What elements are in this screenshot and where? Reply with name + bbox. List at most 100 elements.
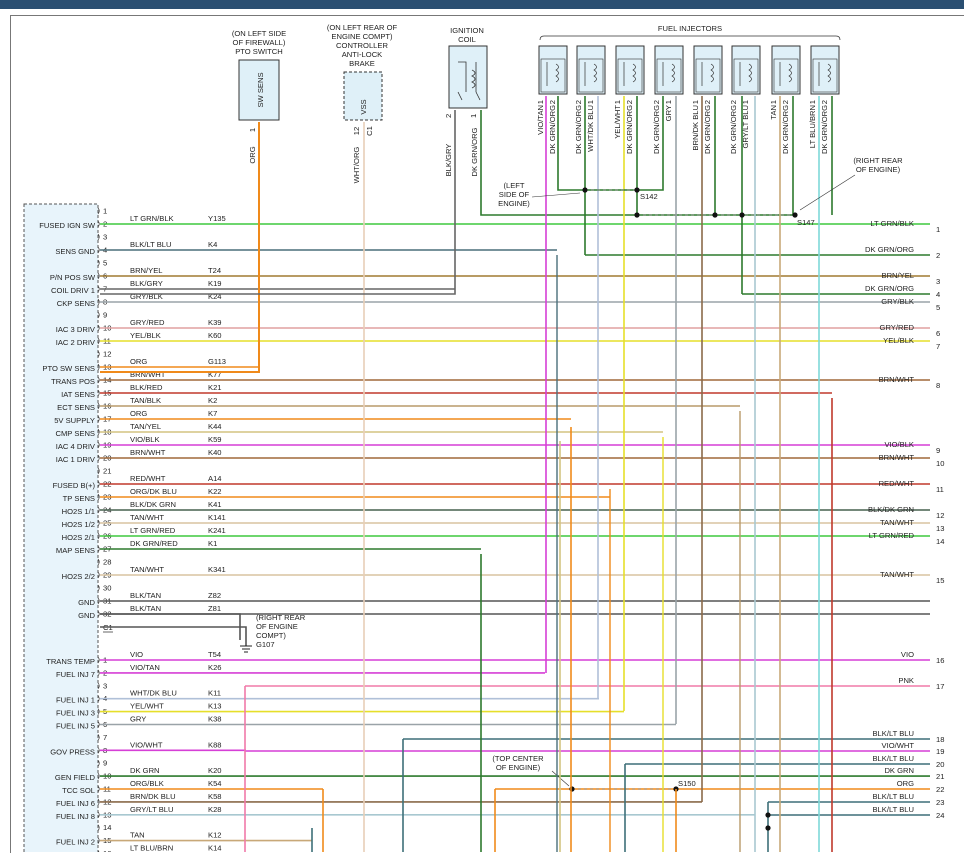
right-wire-color-label: VIO bbox=[901, 650, 914, 659]
right-wire-color-label: BRN/YEL bbox=[882, 271, 915, 280]
right-wire-color-label: BRN/WHT bbox=[879, 453, 915, 462]
pin-terminal bbox=[97, 811, 100, 819]
circuit-id-label: Z82 bbox=[208, 591, 221, 600]
wire-color-label: BLK/GRY bbox=[130, 279, 163, 288]
pin-terminal bbox=[97, 480, 100, 488]
wire-pto-org bbox=[100, 122, 260, 373]
ignition-coil-symbol bbox=[457, 61, 481, 101]
pin-terminal bbox=[97, 350, 100, 358]
injector-coil-symbol bbox=[779, 62, 792, 86]
circuit-id-label: K13 bbox=[208, 702, 222, 711]
pin-function-label: TRANS POS bbox=[51, 377, 95, 386]
pin-terminal bbox=[97, 363, 100, 371]
right-wire-color-label: PNK bbox=[898, 676, 914, 685]
pin-function-label: FUEL INJ 6 bbox=[56, 799, 95, 808]
splice-s147-dot bbox=[634, 212, 640, 218]
injector-wire-label: DK GRN/ORG bbox=[820, 105, 829, 154]
right-wire-number: 8 bbox=[936, 381, 940, 390]
wire-color-label: TAN/WHT bbox=[130, 513, 164, 522]
wire-color-label: GRY/RED bbox=[130, 318, 165, 327]
circuit-id-label: K26 bbox=[208, 663, 222, 672]
right-wire-number: 10 bbox=[936, 459, 944, 468]
pin-terminal bbox=[97, 389, 100, 397]
right-wire-number: 17 bbox=[936, 682, 944, 691]
pin-function-label: FUEL INJ 7 bbox=[56, 670, 95, 679]
pin-terminal bbox=[97, 747, 100, 754]
injector-coil-symbol bbox=[739, 62, 752, 86]
wire-color-label: BRN/WHT bbox=[130, 448, 166, 457]
splice-768-dot bbox=[765, 812, 771, 818]
pin-function-label: SENS GND bbox=[55, 247, 95, 256]
pin-terminal bbox=[97, 285, 100, 293]
pin-function-label: FUEL INJ 1 bbox=[56, 696, 95, 705]
injector-coil-symbol bbox=[818, 62, 831, 86]
injector-pin-number: 2 bbox=[574, 100, 583, 104]
right-wire-color-label: LT GRN/BLK bbox=[870, 219, 914, 228]
circuit-id-label: K88 bbox=[208, 740, 222, 749]
wire-gnd-z82 bbox=[100, 613, 241, 640]
pin-function-label: FUSED B(+) bbox=[53, 481, 96, 490]
pin-terminal bbox=[97, 656, 100, 664]
pin-number: 5 bbox=[103, 259, 107, 268]
wire-color-label: BLK/TAN bbox=[130, 591, 161, 600]
pin-terminal bbox=[97, 493, 100, 501]
pin-terminal bbox=[97, 785, 100, 793]
pin-number: 21 bbox=[103, 467, 111, 476]
pin-number: 14 bbox=[103, 823, 111, 832]
injector-wire-label: YEL/WHT bbox=[613, 105, 622, 139]
right-wire-color-label: RED/WHT bbox=[879, 479, 915, 488]
injector-coil-symbol bbox=[623, 62, 636, 86]
pin-terminal bbox=[97, 519, 100, 527]
pin-terminal bbox=[97, 298, 100, 306]
right-wire-color-label: TAN/WHT bbox=[880, 518, 914, 527]
injector-pin-number: 1 bbox=[613, 100, 622, 104]
pin-number: 1 bbox=[103, 207, 107, 216]
injector-coil-symbol bbox=[584, 62, 597, 86]
injector-pin-number: 1 bbox=[808, 100, 817, 104]
circuit-id-label: K77 bbox=[208, 370, 222, 379]
circuit-id-label: A14 bbox=[208, 474, 222, 483]
right-wire-color-label: LT GRN/RED bbox=[869, 531, 915, 540]
splice-left-side-pointer bbox=[531, 192, 581, 198]
injector-box bbox=[771, 45, 801, 95]
circuit-id-label: K20 bbox=[208, 766, 222, 775]
right-wire-number: 9 bbox=[936, 446, 940, 455]
right-wire-color-label: DK GRN/ORG bbox=[865, 245, 914, 254]
injector-wire-label: WHT/DK BLU bbox=[586, 105, 595, 152]
injector-box bbox=[810, 45, 840, 95]
pin-function-label: IAT SENS bbox=[61, 390, 95, 399]
abs-controller-box bbox=[343, 71, 383, 121]
circuit-id-label: K11 bbox=[208, 689, 221, 698]
pin-terminal bbox=[97, 545, 100, 553]
circuit-id-label: G113 bbox=[208, 357, 226, 366]
pin-function-label: IAC 2 DRIV bbox=[56, 338, 96, 347]
right-wire-color-label: BLK/LT BLU bbox=[872, 754, 914, 763]
pto-switch-box bbox=[238, 59, 280, 121]
right-wire-number: 14 bbox=[936, 537, 944, 546]
pto-switch-title: (ON LEFT SIDE bbox=[232, 29, 286, 38]
injector-inner-box bbox=[733, 58, 759, 93]
right-wire-number: 20 bbox=[936, 760, 944, 769]
pin-terminal bbox=[97, 428, 100, 436]
injector-pin-number: 1 bbox=[769, 100, 778, 104]
wire-color-label: BLK/DK GRN bbox=[130, 500, 176, 509]
injector-pin-number: 2 bbox=[820, 100, 829, 104]
right-wire-color-label: DK GRN bbox=[884, 766, 914, 775]
circuit-id-label: K38 bbox=[208, 715, 222, 724]
circuit-id-label: K54 bbox=[208, 779, 222, 788]
pin-function-label: GEN FIELD bbox=[55, 773, 96, 782]
circuit-id-label: K39 bbox=[208, 318, 222, 327]
pin-function-label: FUEL INJ 5 bbox=[56, 722, 95, 731]
injector-coil-symbol bbox=[701, 62, 714, 86]
splice-s142-dot bbox=[634, 187, 640, 193]
injector-wire-label: GRY bbox=[664, 105, 673, 121]
pin-terminal bbox=[97, 772, 100, 780]
injector-wire-label: BRN/DK BLU bbox=[691, 105, 700, 151]
pin-terminal bbox=[97, 558, 100, 566]
wire-color-label: TAN/BLK bbox=[130, 396, 161, 405]
pto-switch-label: SW SENS bbox=[256, 72, 265, 107]
vss-wire-label: WHT/ORG bbox=[352, 147, 361, 184]
circuit-id-label: K341 bbox=[208, 565, 226, 574]
vss-label: VSS bbox=[359, 99, 368, 114]
pin-terminal bbox=[97, 682, 100, 690]
